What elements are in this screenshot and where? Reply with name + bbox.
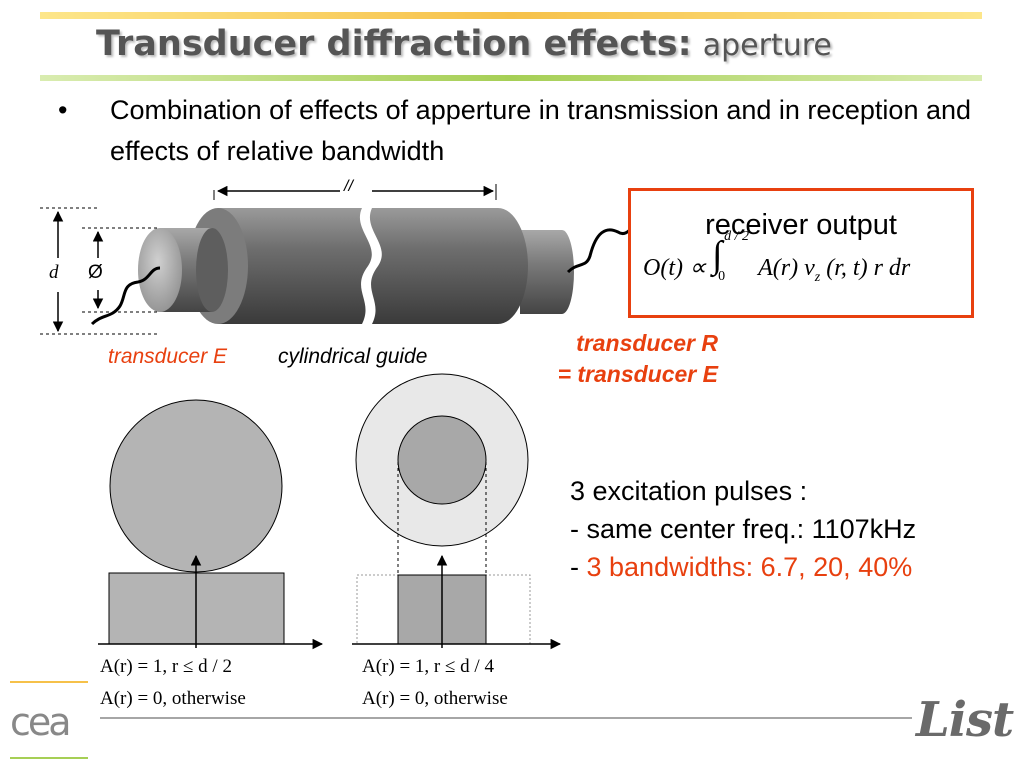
excitation-pulses: 3 excitation pulses : - same center freq…: [570, 472, 916, 586]
formula-integrand-tail: (r, t) r dr: [826, 255, 911, 281]
left-aperture-eq1: A(r) = 1, r ≤ d / 2: [100, 656, 232, 677]
emitter-transducer: [138, 228, 228, 312]
title-main: Transducer diffraction effects:: [96, 24, 692, 64]
receiver-transducer: [520, 230, 574, 314]
cea-logo: cea: [10, 700, 72, 744]
formula-subscript: z: [814, 269, 821, 285]
pulses-bandwidths: 3 bandwidths: 6.7, 20, 40%: [586, 552, 913, 582]
transducer-r-line2: = transducer E: [557, 361, 718, 387]
left-aperture-eq2: A(r) = 0, otherwise: [100, 688, 246, 709]
slide-title: Transducer diffraction effects: aperture: [96, 24, 832, 64]
dimension-diameter: [82, 227, 160, 313]
aperture-full-disk: [109, 399, 283, 573]
receiver-output-title: receiver output: [705, 209, 897, 241]
dimension-d: [40, 207, 160, 335]
dimension-length: [213, 184, 497, 200]
right-aperture-eq1: A(r) = 1, r ≤ d / 4: [362, 656, 494, 677]
receiver-cable: [566, 224, 636, 274]
transducer-r-line1: transducer R: [576, 330, 718, 356]
emitter-cable: [90, 266, 161, 326]
aperture-profile-half: [352, 554, 562, 650]
label-d: d: [49, 262, 59, 283]
title-sub: aperture: [702, 28, 832, 63]
pulses-line3: - 3 bandwidths: 6.7, 20, 40%: [570, 548, 916, 586]
title-bottom-bar: [40, 75, 982, 81]
formula-integral: ∫ d / 2 0: [712, 229, 750, 284]
list-logo: List: [916, 692, 1014, 748]
guide-right-part: [369, 208, 528, 324]
receiver-formula: O(t) ∝ ∫ d / 2 0 A(r) vz (r, t) r dr: [643, 229, 911, 286]
aperture-half-disk: [355, 373, 529, 575]
formula-integrand: A(r) v: [758, 255, 815, 281]
formula-upper-limit: d / 2: [724, 229, 750, 244]
formula-lhs: O(t) ∝: [643, 255, 707, 281]
pulses-line3-prefix: -: [570, 552, 587, 582]
label-diameter: Ø: [88, 262, 103, 283]
aperture-profile-full: [98, 554, 324, 650]
bullet-text: Combination of effects of apperture in t…: [110, 95, 972, 166]
break-mark: //: [344, 178, 353, 195]
cylindrical-guide-label: cylindrical guide: [278, 345, 428, 368]
transducer-r-label: transducer R = transducer E: [500, 328, 718, 390]
receiver-output-box: receiver output O(t) ∝ ∫ d / 2 0 A(r) vz…: [628, 188, 974, 318]
transducer-e-label: transducer E: [108, 345, 228, 368]
pulses-line1: 3 excitation pulses :: [570, 476, 808, 506]
bullet-symbol: •: [58, 95, 68, 125]
right-aperture-eq2: A(r) = 0, otherwise: [362, 688, 508, 709]
pulses-line2: - same center freq.: 1107kHz: [570, 514, 917, 544]
title-top-bar: [40, 12, 982, 19]
formula-lower-limit: 0: [718, 269, 726, 284]
